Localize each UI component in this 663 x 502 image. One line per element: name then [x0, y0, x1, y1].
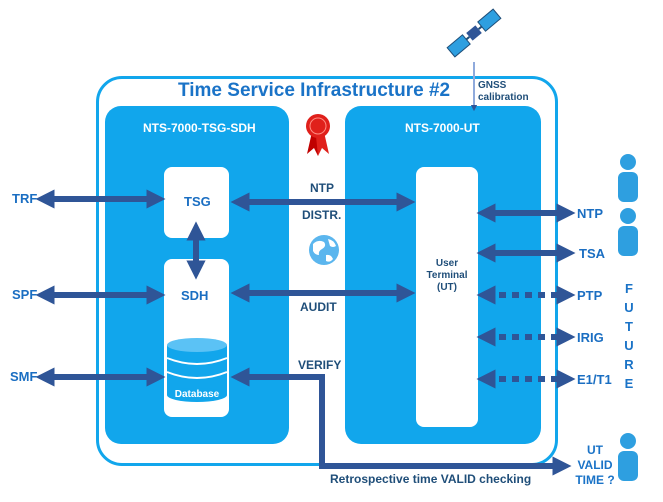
ut-valid-time-label: UT VALID TIME ?: [570, 443, 620, 488]
ut-valid-line1: UT: [587, 443, 603, 457]
output-e1t1: E1/T1: [577, 372, 612, 387]
ntp-middle-label: NTP: [310, 181, 334, 195]
seal-icon: [306, 114, 330, 156]
person-icon: [618, 154, 638, 202]
output-tsa: TSA: [579, 246, 605, 261]
right-panel-title: NTS-7000-UT: [405, 121, 480, 135]
retrospective-label: Retrospective time VALID checking: [330, 472, 532, 486]
output-ntp: NTP: [577, 206, 603, 221]
globe-icon: [307, 233, 341, 267]
database-label: Database: [174, 389, 220, 400]
input-trf: TRF: [12, 191, 38, 206]
internet-label: Internet: [301, 268, 335, 278]
output-irig: IRIG: [577, 330, 604, 345]
future-label: FUTURE: [624, 281, 634, 391]
person-icon: [618, 208, 638, 256]
ut-valid-line2: VALID: [577, 458, 613, 472]
person-icon: [618, 433, 638, 481]
input-spf: SPF: [12, 287, 38, 302]
gnss-label-line2: calibration: [478, 92, 529, 103]
ut-valid-line3: TIME ?: [575, 473, 615, 487]
tsg-label: TSG: [184, 194, 211, 209]
verify-arrow: [230, 367, 572, 476]
left-panel-title: NTS-7000-TSG-SDH: [143, 121, 256, 135]
verify-label: VERIFY: [298, 358, 342, 372]
database-icon: [166, 338, 228, 402]
diagram-title: Time Service Infrastructure #2: [178, 80, 451, 101]
satellite-icon: [446, 8, 502, 58]
audit-label: AUDIT: [300, 300, 337, 314]
ut-label-line3: (UT): [437, 282, 457, 293]
ut-label-line1: User: [435, 258, 459, 269]
gnss-label-line1: GNSS: [478, 80, 507, 91]
distr-label: DISTR.: [302, 208, 342, 222]
input-smf: SMF: [10, 369, 38, 384]
user-terminal-label: User Terminal (UT): [416, 258, 478, 294]
ut-label-line2: Terminal: [426, 270, 468, 281]
gnss-label: GNSS calibration: [478, 80, 529, 104]
sdh-label: SDH: [181, 288, 209, 303]
output-ptp: PTP: [577, 288, 603, 303]
